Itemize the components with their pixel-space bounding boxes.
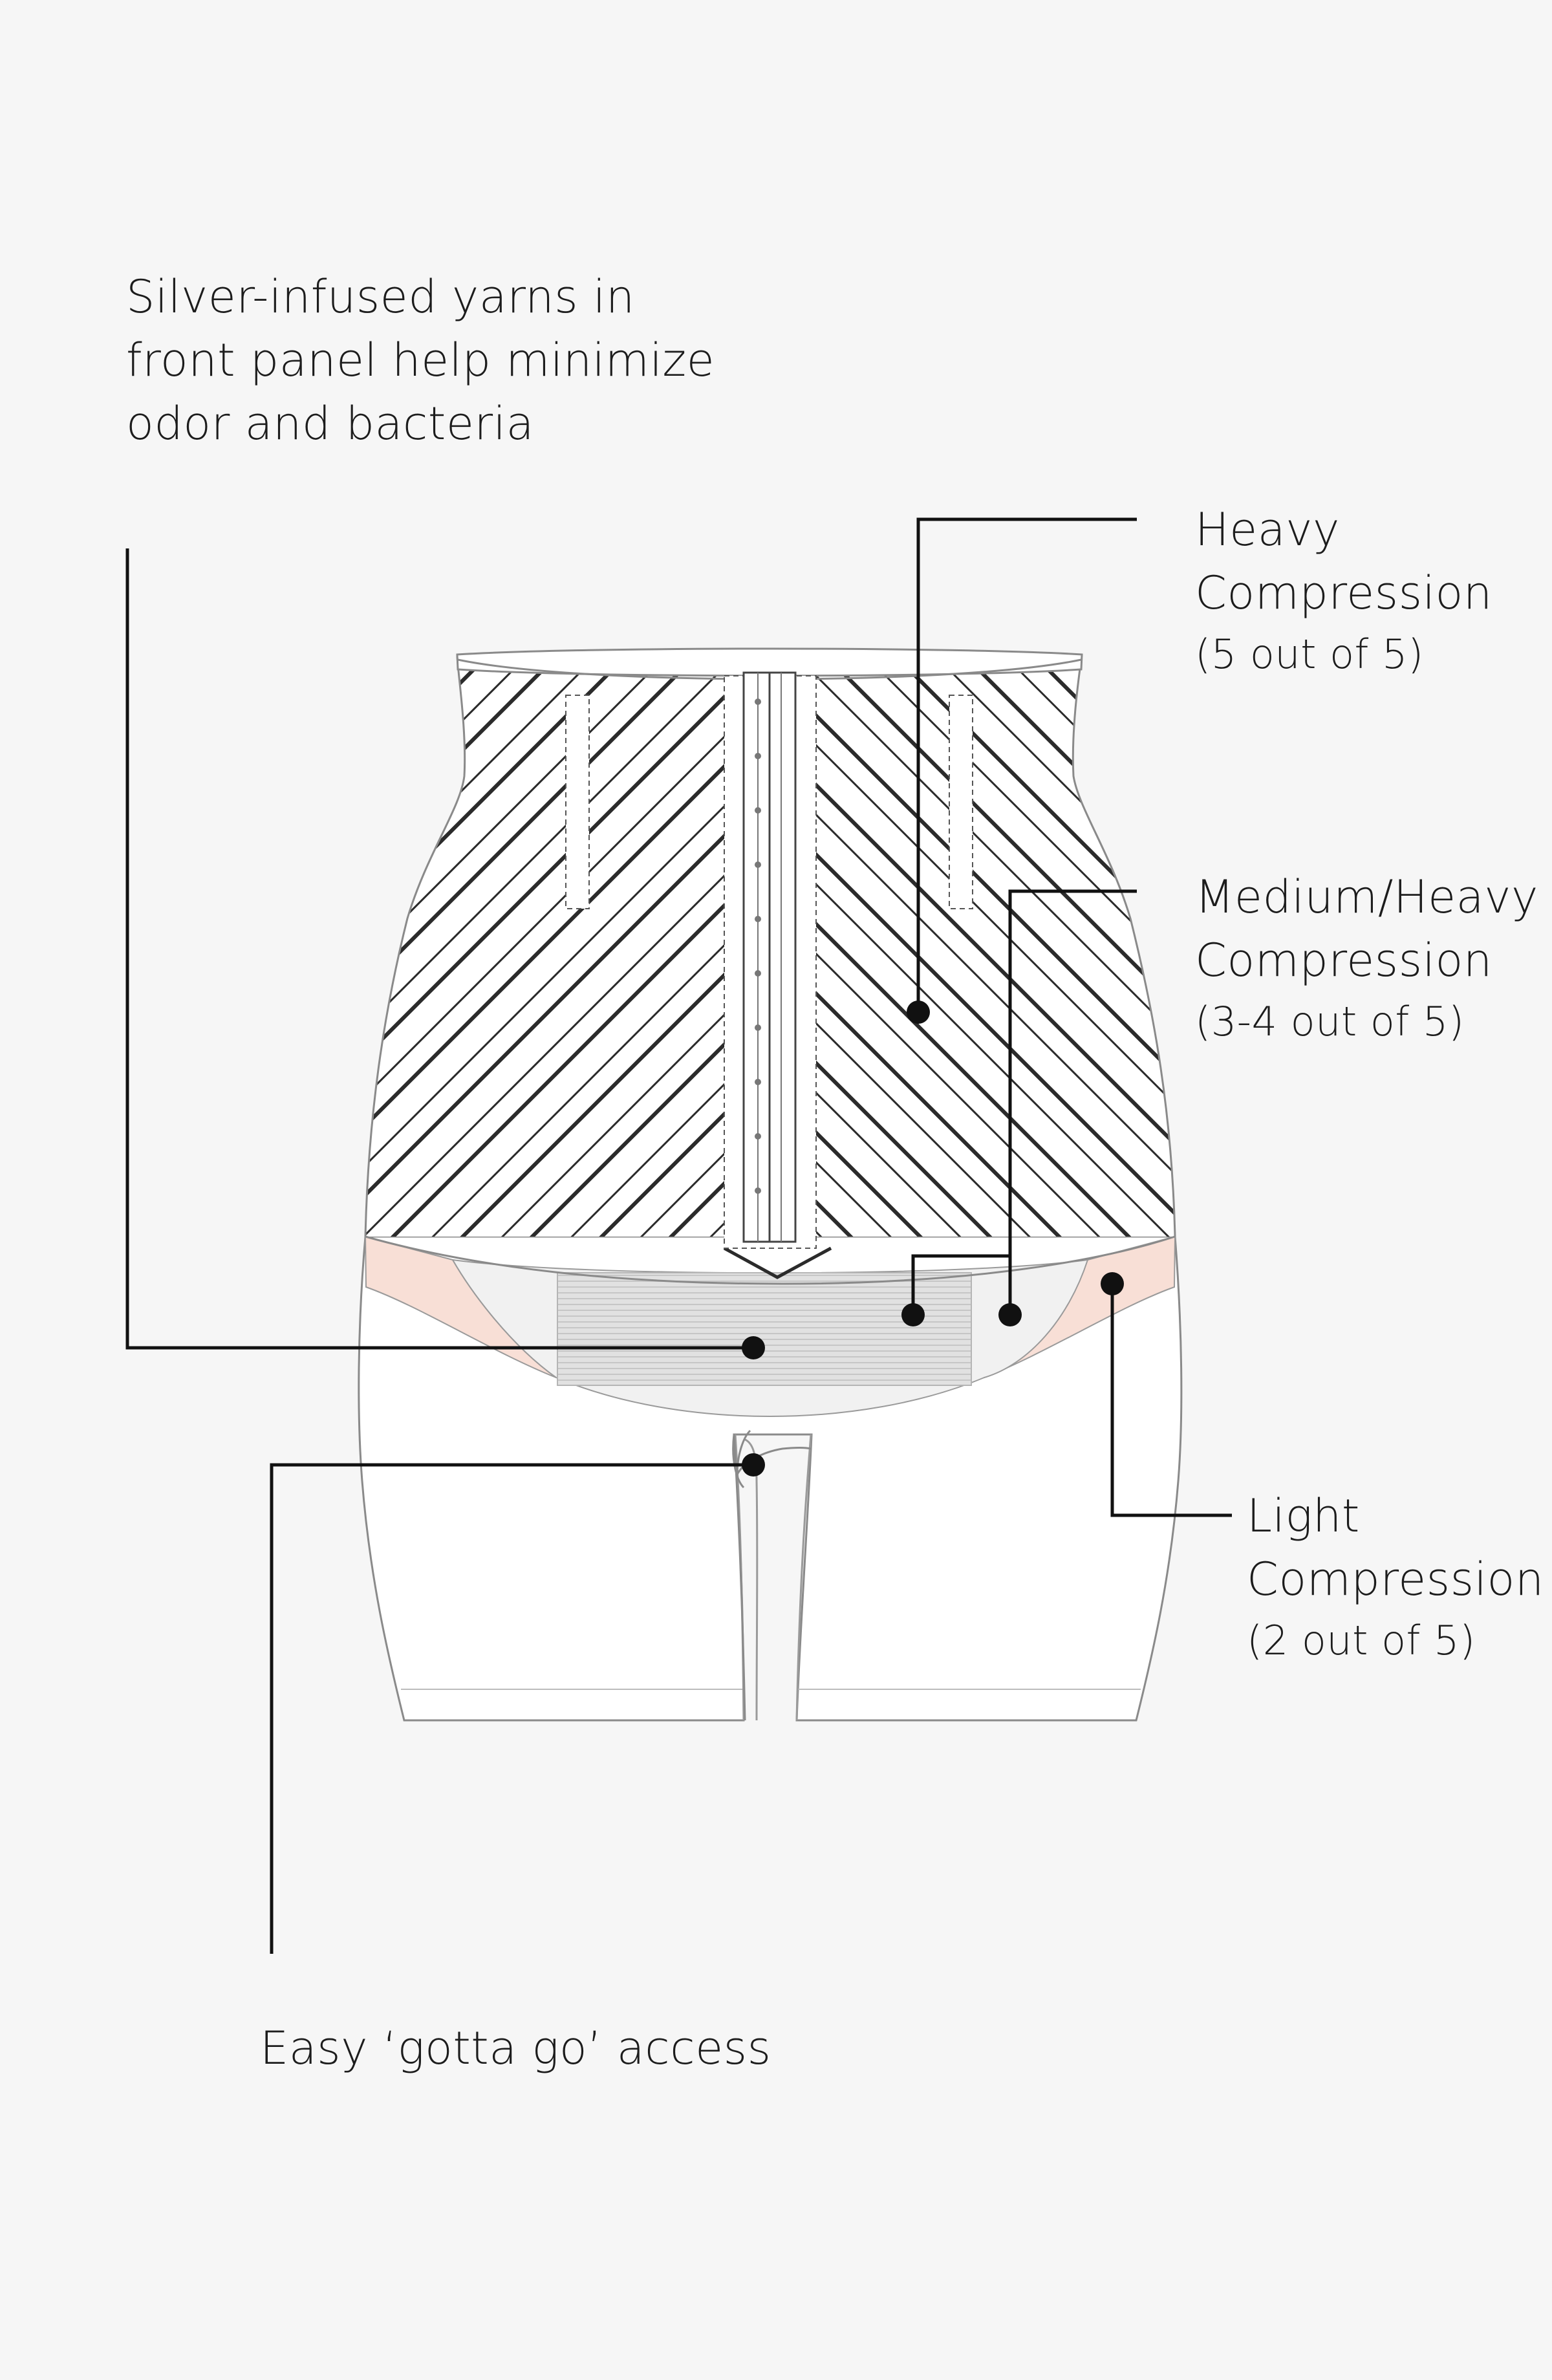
callout-light: Light Compression (2 out of 5) [1247, 1484, 1544, 1671]
boning-left [565, 695, 590, 909]
callout-silver: Silver-infused yarns in front panel help… [126, 265, 715, 455]
callout-light-line-2: Compression [1247, 1553, 1544, 1606]
dot-icon [998, 1303, 1022, 1326]
callout-silver-line-2: front panel help minimize [126, 334, 715, 387]
callout-heavy-line-1: Heavy [1195, 503, 1340, 556]
boning-right [949, 695, 973, 909]
callout-heavy-rating: (5 out of 5) [1195, 631, 1424, 678]
dot-icon [907, 1001, 930, 1024]
silver-panel [557, 1272, 972, 1386]
callout-light-line-1: Light [1247, 1489, 1360, 1542]
leader-heavy [916, 517, 1137, 1012]
upper-panel-hem [365, 1235, 1176, 1285]
callout-medium-heavy-rating: (3-4 out of 5) [1195, 998, 1465, 1045]
leader-medium-heavy-branch [911, 1254, 1010, 1315]
hook-icon [755, 807, 761, 814]
hook-icon [755, 970, 761, 977]
hook-icon [755, 698, 761, 705]
callout-silver-line-3: odor and bacteria [126, 397, 535, 450]
callout-access-line-1: Easy ‘gotta go’ access [260, 2022, 771, 2075]
callout-heavy: Heavy Compression (5 out of 5) [1195, 498, 1493, 684]
leader-lines [125, 517, 1232, 1954]
dot-icon [742, 1453, 765, 1477]
callout-medium-heavy-line-1: Medium/Heavy [1195, 871, 1538, 924]
hook-eye-closure-icon [724, 671, 817, 1249]
markers [742, 1001, 1124, 1477]
hook-icon [755, 1079, 761, 1085]
leader-access [270, 1463, 753, 1954]
hook-icon [755, 1133, 761, 1140]
hook-icon [755, 1187, 761, 1194]
dot-icon [901, 1303, 925, 1326]
callout-silver-line-1: Silver-infused yarns in [126, 270, 635, 323]
dot-icon [742, 1336, 765, 1359]
dot-icon [1101, 1272, 1124, 1295]
callout-access: Easy ‘gotta go’ access [260, 2017, 771, 2080]
callout-light-rating: (2 out of 5) [1247, 1617, 1476, 1664]
hook-icon [755, 753, 761, 759]
hook-icon [755, 916, 761, 922]
leader-light [1110, 1284, 1232, 1517]
leader-silver [125, 548, 753, 1350]
waistband [456, 647, 1083, 677]
hook-icon [755, 861, 761, 868]
callout-medium-heavy: Medium/Heavy Compression (3-4 out of 5) [1195, 865, 1538, 1052]
leader-medium-heavy [1008, 889, 1137, 1315]
callout-heavy-line-2: Compression [1195, 567, 1493, 620]
hook-icon [755, 1024, 761, 1031]
callout-medium-heavy-line-2: Compression [1195, 934, 1493, 987]
access-opening [732, 1434, 746, 1721]
